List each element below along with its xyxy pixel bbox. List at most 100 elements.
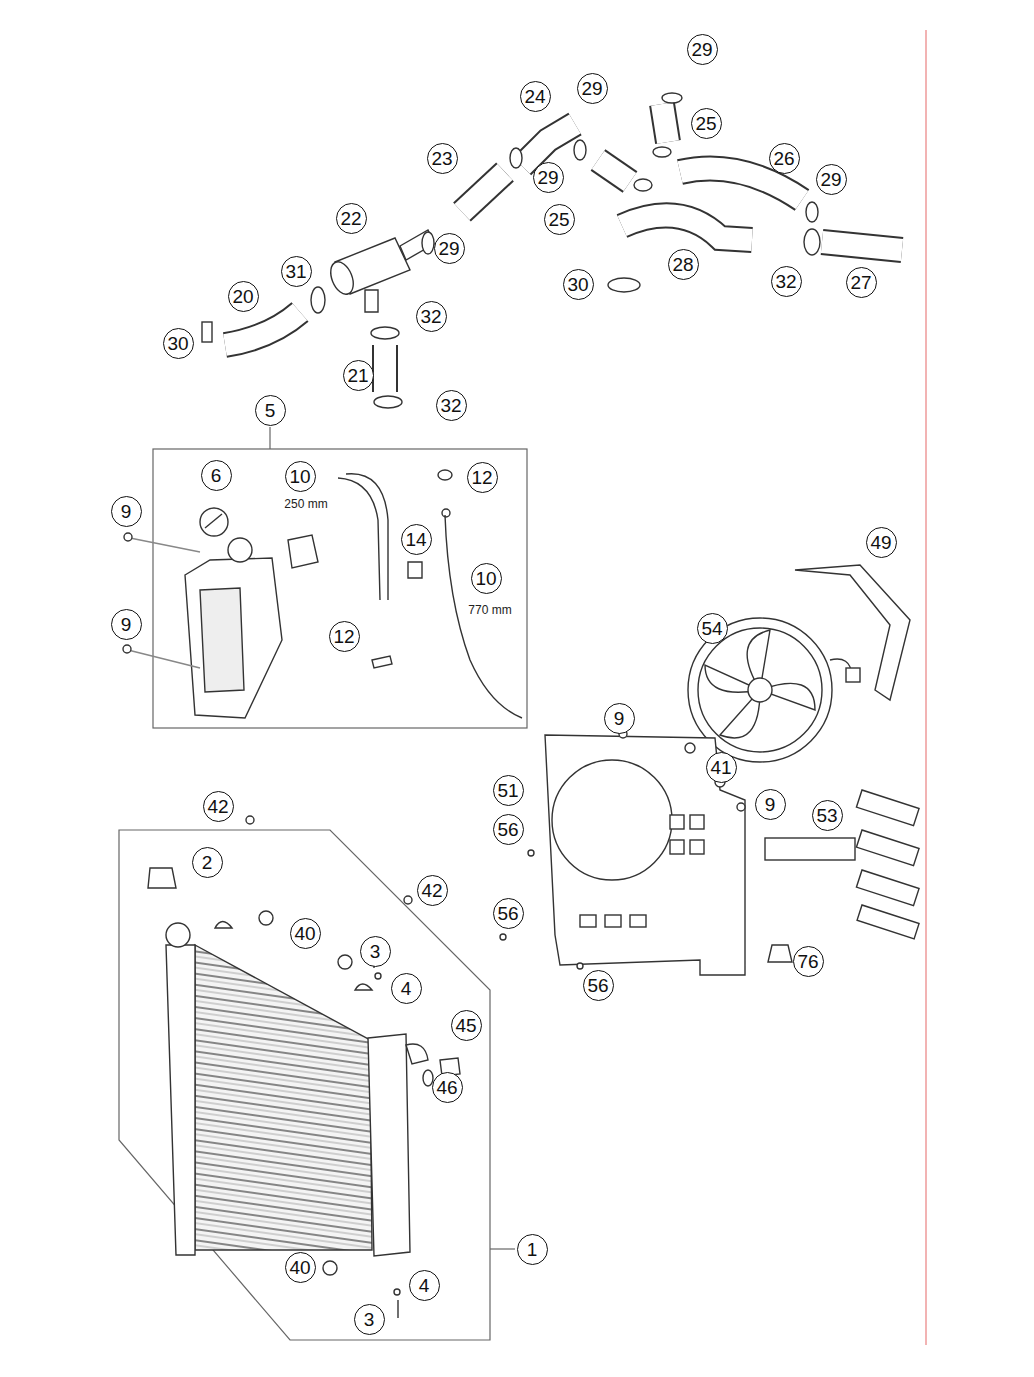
callout-number: 24 <box>520 81 551 112</box>
callout-text: 12 <box>471 468 492 487</box>
callout-text: 25 <box>695 114 716 133</box>
callout-text: 42 <box>207 797 228 816</box>
callout-number: 9 <box>111 609 142 640</box>
callout-text: 21 <box>347 366 368 385</box>
callout-text: 51 <box>497 781 518 800</box>
callout-number: 30 <box>163 328 194 359</box>
callout-text: 2 <box>202 853 213 872</box>
callout-number: 6 <box>201 460 232 491</box>
callout-text: 42 <box>421 881 442 900</box>
callout-number: 3 <box>360 936 391 967</box>
callout-number: 4 <box>409 1270 440 1301</box>
callout-text: 56 <box>497 904 518 923</box>
callout-text: 54 <box>701 619 722 638</box>
callout-number: 29 <box>577 73 608 104</box>
callout-text: 28 <box>672 255 693 274</box>
callout-text: 3 <box>364 1310 375 1329</box>
callout-number: 45 <box>451 1010 482 1041</box>
callout-number: 5 <box>255 395 286 426</box>
callout-text: 26 <box>773 149 794 168</box>
callout-text: 29 <box>581 79 602 98</box>
callout-number: 51 <box>493 775 524 806</box>
callout-number: 32 <box>416 301 447 332</box>
callout-text: 29 <box>691 40 712 59</box>
callout-number: 23 <box>427 143 458 174</box>
callout-number: 40 <box>290 918 321 949</box>
callout-number: 30 <box>563 269 594 300</box>
callout-number: 49 <box>866 527 897 558</box>
callout-text: 9 <box>765 795 776 814</box>
callout-number: 54 <box>697 613 728 644</box>
callout-text: 53 <box>816 806 837 825</box>
callout-number: 32 <box>436 390 467 421</box>
callout-text: 20 <box>232 287 253 306</box>
callout-number: 12 <box>329 621 360 652</box>
callout-text: 3 <box>370 942 381 961</box>
callout-number: 25 <box>544 204 575 235</box>
callout-text: 49 <box>870 533 891 552</box>
callout-text: 76 <box>797 952 818 971</box>
hoses <box>225 104 902 392</box>
radiator <box>148 816 460 1318</box>
callout-text: 12 <box>333 627 354 646</box>
callout-number: 28 <box>668 249 699 280</box>
margin-line <box>925 30 926 1345</box>
callout-text: 30 <box>567 275 588 294</box>
callout-text: 32 <box>420 307 441 326</box>
reservoir-hoses <box>338 474 522 718</box>
callout-text: 45 <box>455 1016 476 1035</box>
callout-text: 1 <box>527 1240 538 1259</box>
callout-number: 26 <box>769 143 800 174</box>
callout-text: 4 <box>401 979 412 998</box>
callout-number: 22 <box>336 203 367 234</box>
callout-text: 56 <box>497 820 518 839</box>
callout-text: 41 <box>710 758 731 777</box>
callout-text: 9 <box>614 709 625 728</box>
callout-number: 76 <box>793 946 824 977</box>
callout-number: 1 <box>517 1234 548 1265</box>
callout-number: 42 <box>417 875 448 906</box>
fan-assembly <box>500 565 919 975</box>
callout-number: 41 <box>706 752 737 783</box>
callout-number: 20 <box>228 281 259 312</box>
callout-text: 22 <box>340 209 361 228</box>
callout-text: 40 <box>294 924 315 943</box>
group-frame <box>119 830 490 1340</box>
callout-number: 2 <box>192 847 223 878</box>
callout-text: 32 <box>775 272 796 291</box>
callout-number: 3 <box>354 1304 385 1335</box>
callout-text: 14 <box>405 530 426 549</box>
leader-line <box>269 427 270 449</box>
callout-text: 9 <box>121 502 132 521</box>
callout-text: 27 <box>850 273 871 292</box>
callout-number: 29 <box>687 34 718 65</box>
callout-number: 10 <box>471 563 502 594</box>
callout-number: 42 <box>203 791 234 822</box>
group-frame <box>153 449 527 728</box>
callout-number: 29 <box>434 233 465 264</box>
callout-text: 24 <box>524 87 545 106</box>
callout-number: 9 <box>111 496 142 527</box>
callout-number: 10 <box>285 461 316 492</box>
callout-text: 10 <box>475 569 496 588</box>
leader-line <box>490 1248 515 1249</box>
callout-text: 56 <box>587 976 608 995</box>
callout-number: 46 <box>432 1072 463 1103</box>
callout-number: 29 <box>533 162 564 193</box>
callout-number: 9 <box>604 703 635 734</box>
reservoir <box>123 470 452 718</box>
callout-number: 14 <box>401 524 432 555</box>
dimension-label: 250 mm <box>282 497 329 511</box>
callout-number: 56 <box>583 970 614 1001</box>
callout-text: 5 <box>265 401 276 420</box>
callout-number: 9 <box>755 789 786 820</box>
callout-text: 40 <box>289 1258 310 1277</box>
callout-text: 46 <box>436 1078 457 1097</box>
callout-text: 30 <box>167 334 188 353</box>
callout-number: 21 <box>343 360 374 391</box>
callout-number: 56 <box>493 814 524 845</box>
callout-text: 31 <box>285 262 306 281</box>
callout-number: 27 <box>846 267 877 298</box>
callout-number: 12 <box>467 462 498 493</box>
